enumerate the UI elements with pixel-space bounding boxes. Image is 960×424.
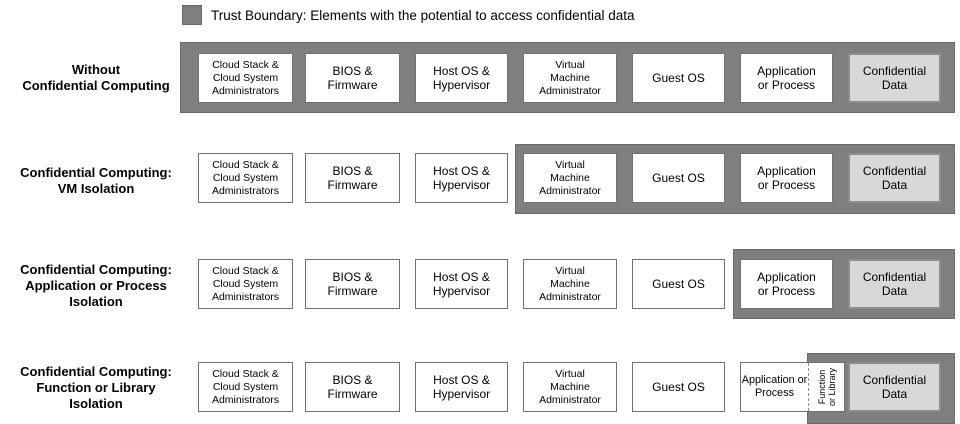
box-cloud-admins-row2: Cloud Stack & Cloud System Administrator… — [198, 153, 293, 203]
box-confidential-data-row2: Confidential Data — [848, 153, 941, 203]
dashed-divider — [808, 363, 809, 411]
box-guest-os-row3: Guest OS — [632, 259, 725, 309]
box-bios-firmware-row1: BIOS & Firmware — [305, 53, 400, 103]
row-label-function-library-isolation: Confidential Computing: Function or Libr… — [20, 364, 172, 411]
box-vm-admin-row3: Virtual Machine Administrator — [523, 259, 617, 309]
box-vm-admin-row1: Virtual Machine Administrator — [523, 53, 617, 103]
legend-label: Trust Boundary: Elements with the potent… — [211, 8, 635, 23]
box-host-os-row1: Host OS & Hypervisor — [415, 53, 508, 103]
box-guest-os-row1: Guest OS — [632, 53, 725, 103]
box-bios-firmware-row3: BIOS & Firmware — [305, 259, 400, 309]
box-confidential-data-row3: Confidential Data — [848, 259, 941, 309]
app-process-segment: Application or Process — [741, 374, 808, 399]
row-label-app-process-isolation: Confidential Computing: Application or P… — [20, 262, 172, 309]
box-cloud-admins-row3: Cloud Stack & Cloud System Administrator… — [198, 259, 293, 309]
box-vm-admin-row4: Virtual Machine Administrator — [523, 362, 617, 412]
box-cloud-admins-row1: Cloud Stack & Cloud System Administrator… — [198, 53, 293, 103]
row-label-without-cc: Without Confidential Computing — [22, 62, 170, 93]
box-vm-admin-row2: Virtual Machine Administrator — [523, 153, 617, 203]
row-label-vm-isolation: Confidential Computing: VM Isolation — [20, 165, 172, 196]
box-app-process-function-library-row4: Application or Process Function or Libra… — [740, 362, 845, 412]
box-cloud-admins-row4: Cloud Stack & Cloud System Administrator… — [198, 362, 293, 412]
box-bios-firmware-row2: BIOS & Firmware — [305, 153, 400, 203]
box-bios-firmware-row4: BIOS & Firmware — [305, 362, 400, 412]
function-library-segment: Function or Library — [808, 363, 846, 411]
box-app-process-row1: Application or Process — [740, 53, 833, 103]
box-confidential-data-row1: Confidential Data — [848, 53, 941, 103]
box-host-os-row4: Host OS & Hypervisor — [415, 362, 508, 412]
function-library-rotated-label: Function or Library — [817, 367, 837, 406]
box-app-process-row2: Application or Process — [740, 153, 833, 203]
box-guest-os-row2: Guest OS — [632, 153, 725, 203]
box-app-process-row3: Application or Process — [740, 259, 833, 309]
box-confidential-data-row4: Confidential Data — [848, 362, 941, 412]
trust-boundary-swatch — [182, 5, 202, 25]
box-host-os-row2: Host OS & Hypervisor — [415, 153, 508, 203]
box-guest-os-row4: Guest OS — [632, 362, 725, 412]
box-host-os-row3: Host OS & Hypervisor — [415, 259, 508, 309]
